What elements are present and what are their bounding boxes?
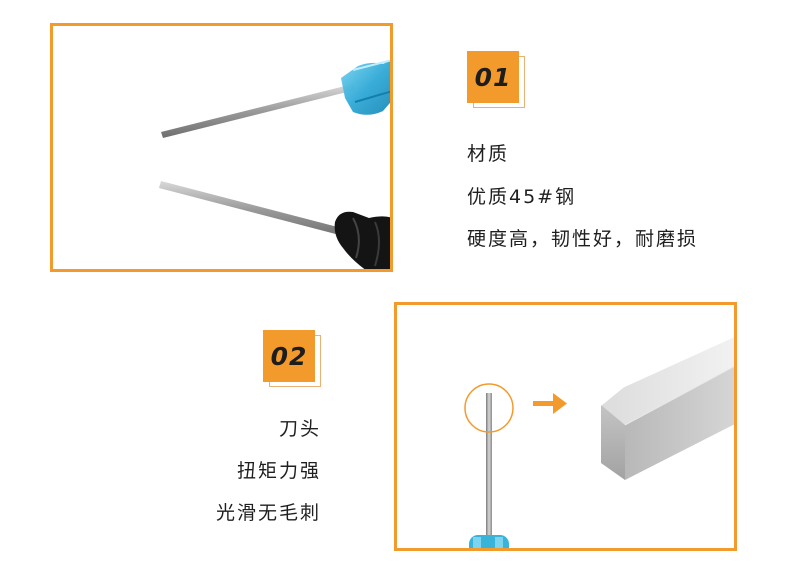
highlight-circle [464, 383, 514, 433]
section-number-badge-01: 01 [467, 51, 525, 108]
feature-line: 硬度高，韧性好，耐磨损 [467, 228, 699, 250]
section-number-badge-02: 02 [263, 330, 321, 387]
feature-line: 扭矩力强 [236, 460, 321, 482]
black-handle [334, 211, 390, 269]
arrow-right-icon [533, 393, 567, 414]
feature-line: 优质45#钢 [467, 186, 577, 208]
tip-closeup-illustration [464, 335, 734, 548]
blue-handle-small [469, 535, 509, 548]
shaft [486, 393, 492, 543]
blue-handle [341, 59, 390, 115]
section-number: 01 [467, 51, 519, 103]
screwdriver-photo-top [50, 23, 393, 272]
tip-closeup-photo [394, 302, 737, 551]
enlarged-tip [600, 335, 734, 480]
section-number: 02 [263, 330, 315, 382]
screwdrivers-illustration [159, 59, 390, 269]
feature-line: 刀头 [278, 418, 321, 440]
feature-line: 光滑无毛刺 [215, 502, 321, 524]
feature-line: 材质 [467, 143, 510, 165]
